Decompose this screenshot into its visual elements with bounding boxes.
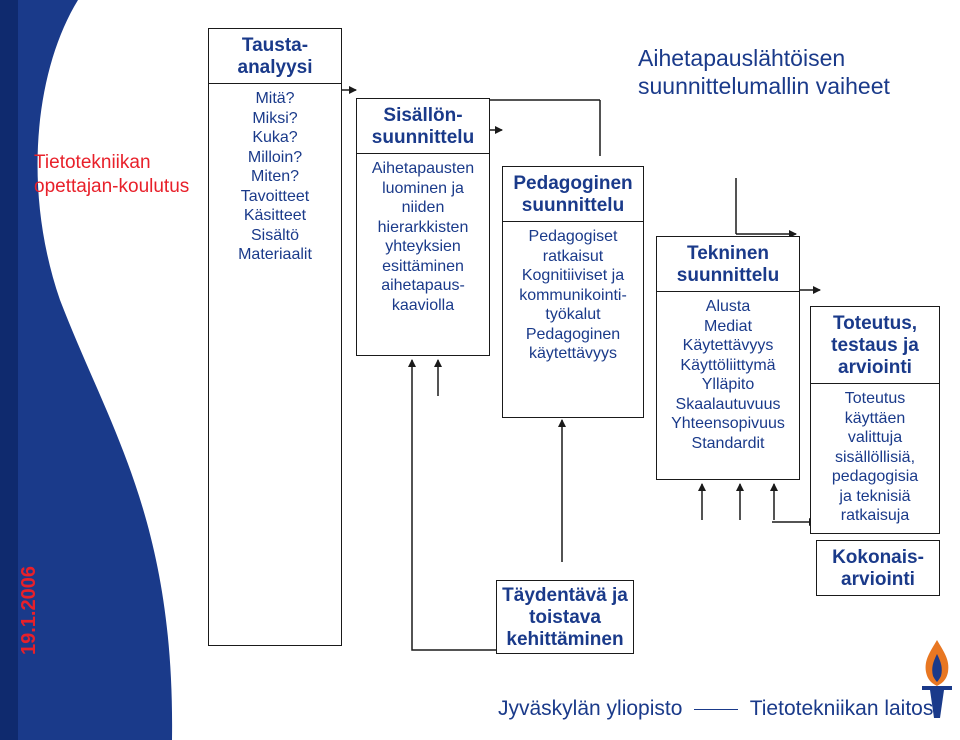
diagram-heading: Aihetapauslähtöisen suunnittelumallin va… — [638, 45, 890, 99]
list-item: sisällöllisiä, — [834, 448, 916, 466]
box-pedagoginen-suunnittelu-items: Pedagogiset ratkaisut Kognitiiviset ja k… — [503, 222, 643, 364]
list-item: Toteutus — [844, 390, 906, 407]
list-item: Milloin? — [247, 148, 303, 166]
list-item: Alusta — [705, 298, 751, 315]
list-item: työkalut — [545, 306, 601, 323]
list-item: Mitä? — [255, 90, 295, 107]
list-item: käyttäen — [844, 409, 906, 427]
list-item: aihetapaus- — [381, 277, 465, 294]
list-item: Standardit — [691, 434, 765, 452]
box-kokonaisarviointi: Kokonais-arviointi — [816, 540, 940, 596]
list-item: kommunikointi- — [519, 286, 627, 304]
list-item: niiden — [401, 199, 445, 216]
box-sisallonsuunnittelu: Sisällön-suunnittelu Aihetapausten luomi… — [356, 98, 490, 356]
footer-divider — [694, 708, 739, 711]
box-toteutus-title: Toteutus, testaus ja arviointi — [811, 307, 939, 384]
list-item: kaaviolla — [391, 296, 455, 314]
list-item: Ylläpito — [701, 376, 755, 393]
university-torch-icon — [922, 640, 952, 718]
box-tekninen-suunnittelu: Tekninen suunnittelu Alusta Mediat Käyte… — [656, 236, 800, 480]
list-item: Miksi? — [252, 109, 298, 127]
box-taydentava-kehittaminen: Täydentävä ja toistava kehittäminen — [496, 580, 634, 654]
box-tekninen-suunnittelu-items: Alusta Mediat Käytettävyys Käyttöliittym… — [657, 292, 799, 453]
list-item: Tavoitteet — [240, 187, 310, 205]
list-item: Pedagoginen — [525, 325, 621, 343]
box-taydentava-kehittaminen-title: Täydentävä ja toistava kehittäminen — [502, 585, 628, 650]
list-item: Yhteensopivuus — [671, 415, 785, 432]
list-item: Pedagogiset — [528, 228, 618, 245]
box-pedagoginen-suunnittelu-title: Pedagoginen suunnittelu — [503, 167, 643, 222]
list-item: ja teknisiä — [839, 487, 911, 505]
footer-university: Jyväskylän yliopisto — [498, 697, 683, 720]
list-item: Materiaalit — [238, 246, 312, 263]
sidebar-title: Tietotekniikan opettajan-koulutus — [34, 152, 190, 197]
list-item: valittuja — [847, 429, 903, 446]
list-item: Miten? — [250, 168, 300, 185]
list-item: Skaalautuvuus — [675, 395, 781, 413]
list-item: Käyttöliittymä — [680, 356, 776, 374]
list-item: luominen ja — [382, 179, 464, 197]
box-tekninen-suunnittelu-title: Tekninen suunnittelu — [657, 237, 799, 292]
box-kokonaisarviointi-title: Kokonais-arviointi — [832, 547, 924, 590]
list-item: Käsitteet — [243, 207, 307, 224]
box-sisallonsuunnittelu-items: Aihetapausten luominen ja niiden hierark… — [357, 154, 489, 315]
box-tausta-analyysi: Tausta-analyysi Mitä? Miksi? Kuka? Millo… — [208, 28, 342, 646]
list-item: pedagogisia — [831, 468, 919, 485]
box-toteutus-items: Toteutus käyttäen valittuja sisällöllisi… — [811, 384, 939, 526]
box-toteutus: Toteutus, testaus ja arviointi Toteutus … — [810, 306, 940, 534]
list-item: Käytettävyys — [682, 337, 774, 354]
sidebar-background — [0, 0, 173, 740]
list-item: Mediat — [703, 317, 753, 335]
box-pedagoginen-suunnittelu: Pedagoginen suunnittelu Pedagogiset ratk… — [502, 166, 644, 418]
list-item: Kuka? — [252, 129, 298, 146]
list-item: Aihetapausten — [371, 160, 475, 177]
list-item: käytettävyys — [528, 345, 618, 362]
box-tausta-analyysi-items: Mitä? Miksi? Kuka? Milloin? Miten? Tavoi… — [209, 84, 341, 265]
list-item: hierarkkisten — [377, 218, 469, 236]
footer-department: Tietotekniikan laitos — [749, 697, 934, 720]
footer: Jyväskylän yliopisto Tietotekniikan lait… — [498, 697, 933, 721]
list-item: Kognitiiviset ja — [521, 267, 625, 284]
box-tausta-analyysi-title: Tausta-analyysi — [209, 29, 341, 84]
list-item: ratkaisuja — [840, 507, 910, 524]
list-item: Sisältö — [250, 226, 300, 244]
list-item: ratkaisut — [542, 247, 604, 265]
box-sisallonsuunnittelu-title: Sisällön-suunnittelu — [357, 99, 489, 154]
list-item: esittäminen — [382, 257, 464, 275]
list-item: yhteyksien — [385, 238, 461, 255]
